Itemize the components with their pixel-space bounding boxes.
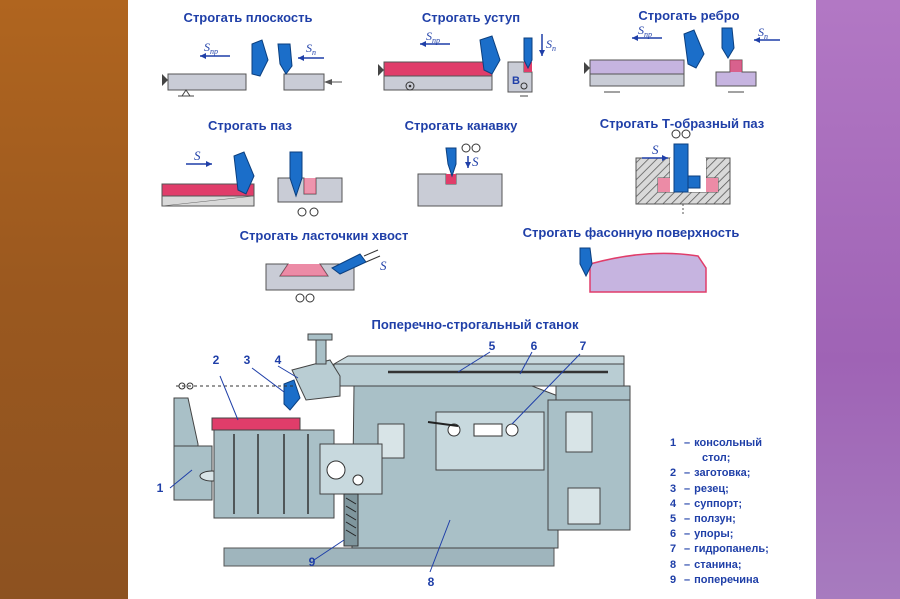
step-workpiece <box>378 61 493 91</box>
svg-text:S: S <box>380 258 387 273</box>
rib-part <box>715 59 757 93</box>
legend-item: 4–суппорт; <box>670 497 742 510</box>
op-dovetail-diagram: S <box>265 247 707 303</box>
legend-item: 2–заготовка; <box>670 467 751 480</box>
op-title-groove: Строгать канавку <box>404 118 518 133</box>
callout-4: 4 <box>274 353 282 367</box>
callout-7: 7 <box>579 339 587 353</box>
callout-5: 5 <box>488 339 496 353</box>
op-title-step: Строгать уступ <box>421 10 521 25</box>
callout-3: 3 <box>243 353 251 367</box>
legend-item: 3–резец; <box>670 482 729 495</box>
callout-2: 2 <box>212 353 220 367</box>
callout-1: 1 <box>156 481 164 495</box>
svg-text:Sп: Sп <box>758 25 768 41</box>
svg-text:S: S <box>472 154 479 169</box>
op-title-shaped: Строгать фасонную поверхность <box>522 225 740 240</box>
flat-workpiece-left <box>162 73 247 97</box>
flat-workpiece-right <box>283 73 342 91</box>
right-frame <box>816 0 900 599</box>
legend-item: 1–консольный <box>670 437 762 449</box>
svg-text:S: S <box>194 148 201 163</box>
svg-text:Sп: Sп <box>306 41 316 57</box>
legend-item: 7–гидропанель; <box>670 543 769 556</box>
left-frame <box>0 0 128 599</box>
machine-diagram <box>169 333 631 573</box>
callout-8: 8 <box>427 575 435 589</box>
step-marker-label: B <box>512 75 520 87</box>
diagram-panel: Строгать плоскость Строгать уступ Строга… <box>128 0 816 599</box>
legend-item-cont: стол; <box>702 452 731 465</box>
svg-text:S: S <box>652 142 659 157</box>
legend-item: 8–станина; <box>670 558 742 571</box>
svg-text:Sп: Sп <box>546 37 556 53</box>
callout-9: 9 <box>308 555 316 569</box>
op-title-t-slot: Строгать Т-образный паз <box>599 116 765 131</box>
op-flat-diagram: Sпр Sп Sпр B <box>162 23 780 97</box>
op-title-slot: Строгать паз <box>208 118 292 133</box>
op-title-dovetail: Строгать ласточкин хвост <box>239 228 409 243</box>
rib-workpiece <box>584 59 685 93</box>
legend-item: 6–упоры; <box>670 528 734 541</box>
machine-title: Поперечно-строгальный станок <box>371 317 579 332</box>
op-slot-diagram: S S S <box>161 129 731 217</box>
legend: 1–консольный стол; 2–заготовка; 3–резец;… <box>670 436 816 588</box>
op-title-rib: Строгать ребро <box>638 8 740 23</box>
op-title-flat: Строгать плоскость <box>183 10 313 25</box>
legend-item: 9–поперечина <box>670 573 759 586</box>
callout-6: 6 <box>530 339 538 353</box>
legend-item: 5–ползун; <box>670 513 736 526</box>
